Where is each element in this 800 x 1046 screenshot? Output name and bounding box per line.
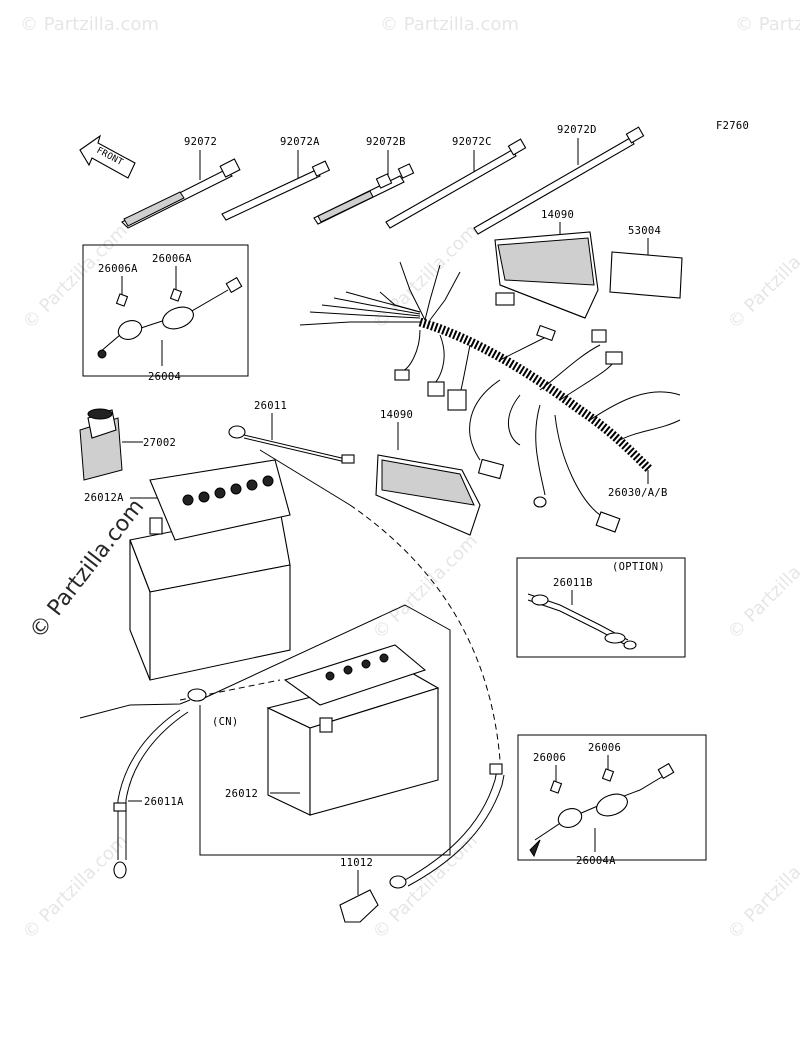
label-26011: 26011 [254,400,287,412]
label-26006a-2: 26006A [152,253,192,265]
label-92072d: 92072D [557,124,597,136]
label-27002: 27002 [143,437,176,449]
watermark: © Partzilla.com [369,530,482,643]
dashed-reference-line [349,504,501,761]
cover-14090-mid: 14090 [375,409,481,536]
battery-cells [325,653,389,681]
label-26012: 26012 [225,788,258,800]
main-wiring-harness: 26030/A/B [299,261,681,533]
cover-14090-top: 14090 [494,209,599,319]
watermark: © Partzilla.com [724,830,800,943]
relay-27002: 27002 [79,408,176,481]
label-11012: 11012 [340,857,373,869]
label-26006-1: 26006 [533,752,566,764]
option-box: (OPTION) 26011B [516,557,686,658]
fuse-holder-box: 26006A 26006A 26004 [82,244,249,383]
watermark: © Partzilla.com [369,830,482,943]
label-26011b: 26011B [553,577,593,589]
cn-battery-box: (CN) 26012 [199,604,451,856]
label-sticker-53004: 53004 [609,225,683,299]
label-92072b: 92072B [366,136,406,148]
lead-26011a: 26011A [79,688,207,879]
label-26011a: 26011A [144,796,184,808]
battery-cells [182,475,274,506]
cap-11012: 11012 [339,763,505,923]
fuse-holder-box-a: 26006 26006 26004A [517,734,707,867]
watermark: © Partzilla.com [724,220,800,333]
figure-code: F2760 [716,120,749,132]
label-92072: 92072 [184,136,217,148]
label-26030: 26030/A/B [608,487,668,499]
label-26004a: 26004A [576,855,616,867]
watermark: © Partzilla.com [20,14,159,35]
label-14090-mid: 14090 [380,409,413,421]
label-26006a-1: 26006A [98,263,138,275]
watermark: © Partzilla.com [19,830,132,943]
watermark: © Partzilla.com [380,14,519,35]
label-26012a: 26012A [84,492,124,504]
label-26006-2: 26006 [588,742,621,754]
cn-label: (CN) [212,716,239,728]
dashed-reference-line [179,679,281,701]
cable-ties: 92072 92072A 92072B 92072C 92072D [121,124,645,235]
label-53004: 53004 [628,225,661,237]
front-arrow-icon: FRONT [79,134,136,179]
watermark: © Partzilla.com [724,530,800,643]
label-92072a: 92072A [280,136,320,148]
battery-26012a: 26012A [84,459,291,681]
lead-26011: 26011 [228,400,355,506]
label-14090-top: 14090 [541,209,574,221]
label-26004: 26004 [148,371,181,383]
label-92072c: 92072C [452,136,492,148]
watermark: © Partzilla.com [735,14,800,35]
option-label: (OPTION) [612,561,665,573]
watermark: © Partzilla.com [19,220,132,333]
